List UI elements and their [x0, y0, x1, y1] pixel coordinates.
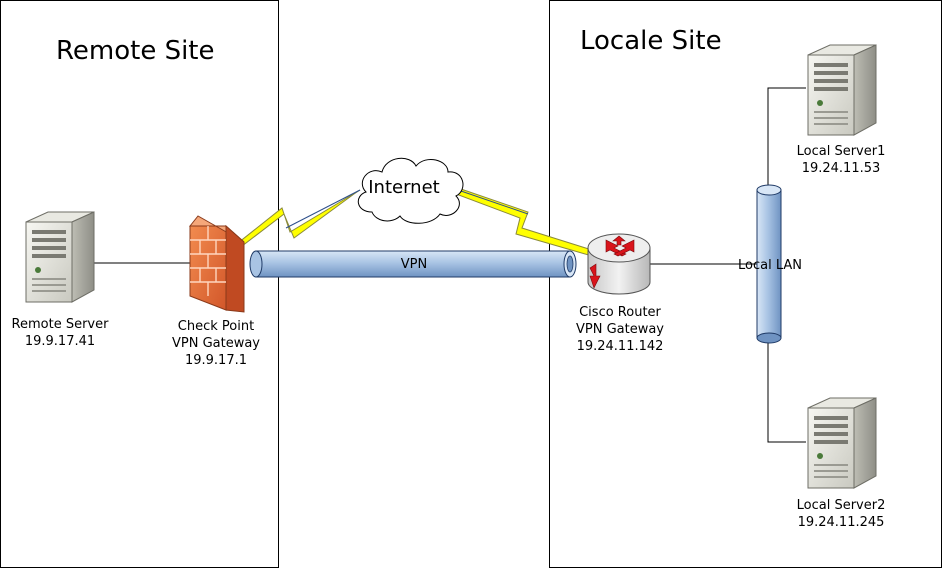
- cisco-label: Cisco Router VPN Gateway 19.24.11.142: [560, 304, 680, 355]
- local-server1-name: Local Server1: [796, 144, 886, 159]
- local-server2-icon: [807, 397, 877, 489]
- remote-server-label: Remote Server 19.9.17.41: [2, 316, 118, 350]
- remote-server-icon: [25, 211, 95, 303]
- cloud-icon: [357, 157, 464, 224]
- local-server2-label: Local Server2 19.24.11.245: [786, 497, 896, 531]
- remote-server-name: Remote Server: [11, 317, 109, 332]
- router-icon: [587, 233, 651, 295]
- lan-server2-link: [767, 338, 806, 443]
- local-server2-name: Local Server2: [796, 498, 886, 513]
- lan-server1-link: [767, 87, 806, 190]
- internet-label: Internet: [368, 177, 440, 198]
- checkpoint-line2: VPN Gateway: [171, 336, 261, 351]
- local-server1-icon: [807, 44, 877, 136]
- checkpoint-ip: 19.9.17.1: [184, 353, 248, 368]
- vpn-tunnel: [249, 250, 577, 278]
- cisco-ip: 19.24.11.142: [576, 339, 664, 354]
- local-site-title: Locale Site: [580, 26, 722, 56]
- lan-label: Local LAN: [738, 258, 802, 273]
- remote-site-title: Remote Site: [56, 36, 215, 66]
- checkpoint-line1: Check Point: [177, 319, 255, 334]
- remote-server-ip: 19.9.17.41: [24, 334, 96, 349]
- cisco-line1: Cisco Router: [579, 305, 661, 320]
- checkpoint-label: Check Point VPN Gateway 19.9.17.1: [156, 318, 276, 369]
- cisco-line2: VPN Gateway: [575, 322, 665, 337]
- local-server1-ip: 19.24.11.53: [801, 161, 881, 176]
- local-server1-label: Local Server1 19.24.11.53: [786, 143, 896, 177]
- vpn-label: VPN: [400, 257, 428, 272]
- local-lan-bus: [756, 184, 782, 344]
- local-server2-ip: 19.24.11.245: [797, 515, 885, 530]
- firewall-icon: [188, 215, 245, 313]
